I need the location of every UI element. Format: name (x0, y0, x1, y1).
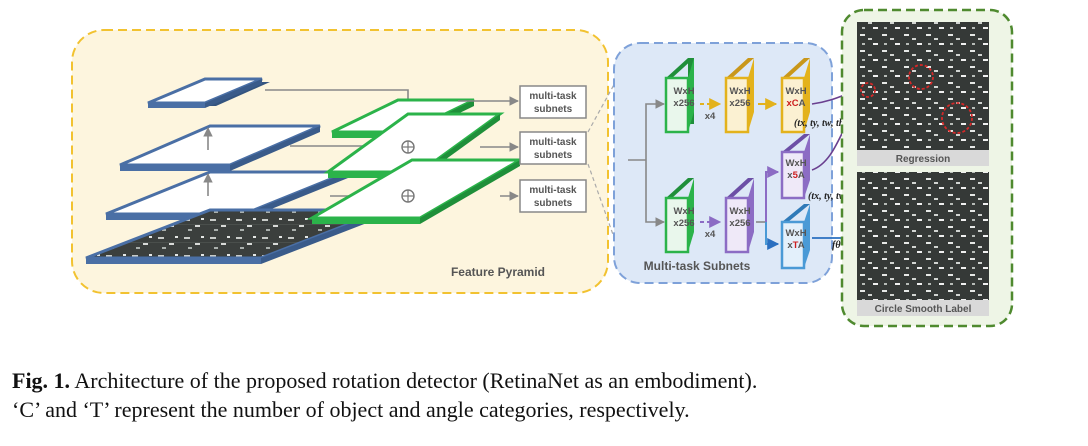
subnet-box-1-line1: multi-task (529, 91, 577, 102)
cls-input-block-x256: x256 (673, 98, 694, 109)
caption-text-1: Architecture of the proposed rotation de… (74, 368, 758, 393)
angle-param-label: fθ (832, 240, 841, 251)
merge-add-node-2 (401, 189, 415, 203)
reg-hidden-block-wxh: WxH (729, 206, 750, 217)
box-output-block-channels: x5A (787, 170, 805, 181)
figure-number: Fig. 1. (12, 368, 71, 393)
angle-output-block-channels: xTA (787, 240, 804, 251)
csl-result-image (857, 172, 989, 300)
box-output-block: WxH x5A (780, 134, 810, 200)
fpn-output-level-lower (306, 158, 526, 224)
box-params-label-2: (tx, ty, tw, th) (808, 191, 862, 202)
pyramid-level-middle (119, 124, 321, 171)
reg-to-angle-arrow (765, 222, 780, 250)
cls-output-block-wxh: WxH (785, 86, 806, 97)
cls-hidden-block-wxh: WxH (729, 86, 750, 97)
subnet-box-2: multi-task subnets (519, 131, 587, 165)
subnet-box-3-line1: multi-task (529, 185, 577, 196)
feature-pyramid-label: Feature Pyramid (451, 265, 545, 279)
cls-output-block-channels: xCA (786, 98, 805, 109)
caption-line-2: ‘C’ and ‘T’ represent the number of obje… (12, 397, 690, 422)
multitask-subnets-label: Multi-task Subnets (644, 259, 751, 273)
figure-caption: Fig. 1. Architecture of the proposed rot… (12, 366, 1082, 424)
cls-output-block: WxH xCA (780, 58, 810, 134)
architecture-diagram: multi-task subnets multi-task subnets mu… (71, 8, 1014, 328)
reg-hidden-block: WxH x256 (724, 178, 754, 254)
subnet-branch-top (645, 99, 665, 160)
merge-add-node-1 (401, 140, 415, 154)
regression-label: Regression (896, 154, 950, 165)
subnet-box-1-line2: subnets (534, 104, 573, 115)
cls-input-block: WxH x256 (664, 58, 695, 134)
angle-output-block: WxH xTA (780, 204, 810, 270)
csl-caption-bar (857, 300, 989, 316)
reg-input-block-x256: x256 (673, 218, 694, 229)
caption-line-1: Fig. 1. Architecture of the proposed rot… (12, 366, 1082, 395)
cls-repeat-label: x4 (705, 111, 716, 122)
reg-hidden-block-x256: x256 (729, 218, 750, 229)
subnet-branch-bottom (645, 160, 665, 227)
box-params-label-1: (tx, ty, tw, th, tθ) (794, 118, 861, 129)
reg-to-smooth-arrow (765, 166, 780, 222)
reg-input-block-wxh: WxH (673, 206, 694, 217)
subnet-box-2-line2: subnets (534, 150, 573, 161)
cls-hidden-block: WxH x256 (724, 58, 754, 134)
subnet-box-1: multi-task subnets (519, 85, 587, 119)
cls-hidden-block-x256: x256 (729, 98, 750, 109)
pyramid-level-top (147, 77, 270, 108)
box-output-block-wxh: WxH (785, 158, 806, 169)
reg-repeat-label: x4 (705, 229, 716, 240)
subnet-box-3: multi-task subnets (519, 179, 587, 213)
regression-result-image (857, 22, 989, 150)
angle-output-block-wxh: WxH (785, 228, 806, 239)
regression-caption-bar (857, 150, 989, 166)
cls-input-block-wxh: WxH (673, 86, 694, 97)
subnet-box-2-line1: multi-task (529, 137, 577, 148)
csl-label: Circle Smooth Label (875, 304, 972, 315)
subnet-box-3-line2: subnets (534, 198, 573, 209)
reg-input-block: WxH x256 (664, 178, 695, 254)
